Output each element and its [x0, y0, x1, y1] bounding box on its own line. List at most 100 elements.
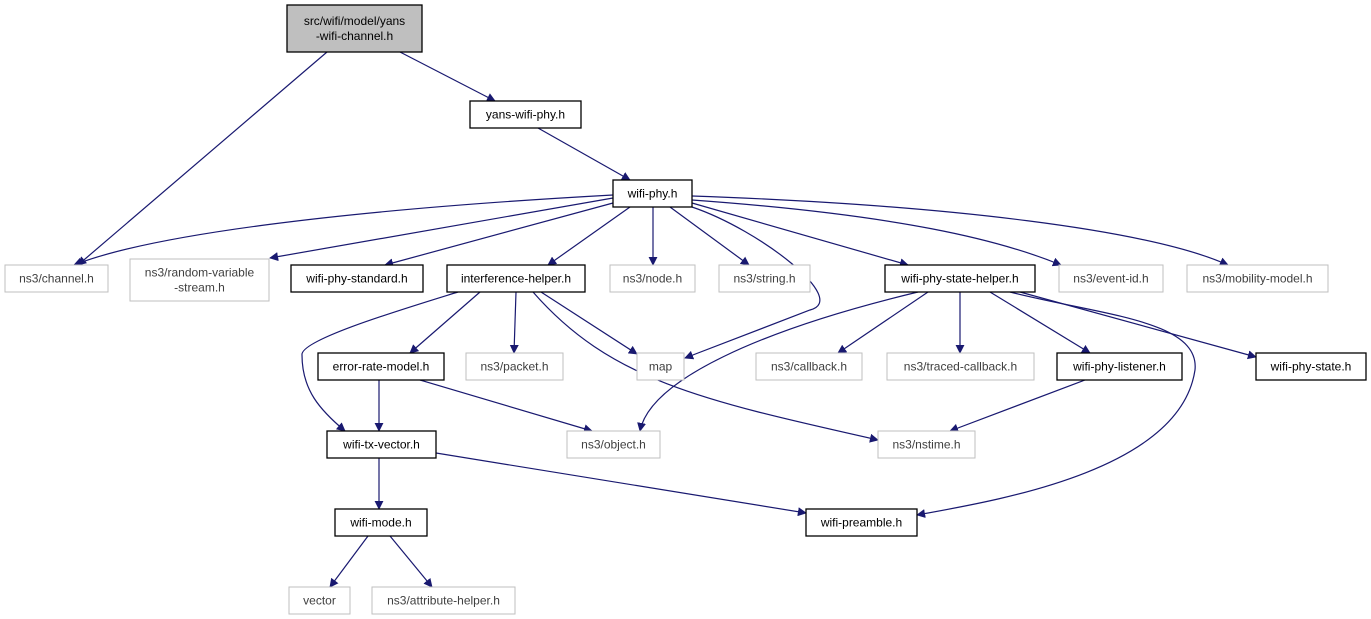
- node-label: wifi-phy-state.h: [1270, 360, 1352, 374]
- node-ns3-channel: ns3/channel.h: [4, 264, 109, 293]
- node-wifi-phy-standard[interactable]: wifi-phy-standard.h: [290, 264, 424, 293]
- node-box: [609, 264, 696, 293]
- edge-yans-wifi-phy-to-wifi-phy: [537, 127, 631, 181]
- edge-wifi-phy-state-helper-to-ns3-callback: [837, 291, 929, 354]
- node-box: [1186, 264, 1329, 293]
- node-map: map: [636, 352, 685, 381]
- node-box: [612, 179, 693, 208]
- node-yans-wifi-channel: src/wifi/model/yans-wifi-channel.h: [286, 4, 423, 53]
- node-ns3-packet: ns3/packet.h: [465, 352, 564, 381]
- node-box: [290, 264, 424, 293]
- edge-interference-helper-to-error-rate-model: [409, 291, 481, 354]
- edge-wifi-tx-vector-to-wifi-preamble: [435, 452, 807, 517]
- node-box: [877, 430, 976, 459]
- node-label: wifi-phy.h: [627, 187, 678, 201]
- node-ns3-nstime: ns3/nstime.h: [877, 430, 976, 459]
- node-label: wifi-phy-state-helper.h: [900, 272, 1018, 286]
- node-label: ns3/channel.h: [19, 272, 94, 286]
- edge-wifi-phy-to-ns3-random-variable-stream: [269, 197, 614, 262]
- node-box: [317, 352, 445, 381]
- node-box: [1056, 352, 1183, 381]
- node-ns3-mobility-model: ns3/mobility-model.h: [1186, 264, 1329, 293]
- edge-interference-helper-to-ns3-packet: [509, 291, 519, 354]
- node-ns3-event-id: ns3/event-id.h: [1058, 264, 1164, 293]
- edge-interference-helper-to-wifi-tx-vector: [301, 291, 459, 432]
- node-label: wifi-phy-listener.h: [1072, 360, 1166, 374]
- node-ns3-random-variable-stream: ns3/random-variable-stream.h: [129, 258, 270, 302]
- node-ns3-callback: ns3/callback.h: [755, 352, 863, 381]
- node-box: [326, 430, 437, 459]
- node-label: map: [649, 360, 673, 374]
- node-wifi-tx-vector[interactable]: wifi-tx-vector.h: [326, 430, 437, 459]
- edge-wifi-phy-state-helper-to-wifi-phy-listener: [989, 291, 1091, 354]
- edge-wifi-mode-to-vector: [329, 535, 369, 588]
- node-box: [805, 508, 918, 537]
- node-layer: src/wifi/model/yans-wifi-channel.h yans-w…: [4, 4, 1367, 615]
- node-box: [129, 258, 270, 302]
- node-label: ns3/event-id.h: [1073, 272, 1148, 286]
- node-box: [566, 430, 661, 459]
- node-label: -stream.h: [174, 281, 225, 295]
- node-label: ns3/random-variable: [145, 266, 255, 280]
- node-wifi-phy[interactable]: wifi-phy.h: [612, 179, 693, 208]
- edge-wifi-phy-to-ns3-channel: [73, 194, 614, 267]
- edge-wifi-phy-to-wifi-phy-standard: [384, 202, 614, 268]
- node-label: ns3/traced-callback.h: [904, 360, 1017, 374]
- node-wifi-preamble[interactable]: wifi-preamble.h: [805, 508, 918, 537]
- node-label: wifi-preamble.h: [820, 516, 902, 530]
- node-label: interference-helper.h: [461, 272, 571, 286]
- node-label: ns3/mobility-model.h: [1202, 272, 1312, 286]
- node-box: [288, 586, 351, 615]
- node-wifi-phy-state[interactable]: wifi-phy-state.h: [1255, 352, 1367, 381]
- node-label: ns3/object.h: [581, 438, 646, 452]
- node-label: -wifi-channel.h: [316, 29, 393, 43]
- node-yans-wifi-phy[interactable]: yans-wifi-phy.h: [469, 100, 582, 129]
- node-ns3-node: ns3/node.h: [609, 264, 696, 293]
- node-box: [636, 352, 685, 381]
- edge-yans-wifi-channel-to-ns3-channel: [77, 51, 328, 266]
- node-box: [465, 352, 564, 381]
- node-vector: vector: [288, 586, 351, 615]
- edge-wifi-phy-state-helper-to-ns3-object: [637, 291, 919, 432]
- node-label: ns3/string.h: [733, 272, 795, 286]
- node-wifi-phy-listener[interactable]: wifi-phy-listener.h: [1056, 352, 1183, 381]
- node-box: [718, 264, 811, 293]
- node-wifi-mode[interactable]: wifi-mode.h: [334, 508, 428, 537]
- node-box: [469, 100, 582, 129]
- node-box: [4, 264, 109, 293]
- edge-layer: [73, 51, 1257, 588]
- edge-wifi-phy-to-wifi-phy-state-helper: [691, 202, 909, 268]
- node-label: wifi-phy-standard.h: [305, 272, 407, 286]
- edge-wifi-phy-state-helper-to-wifi-preamble: [916, 291, 1196, 518]
- node-box: [286, 4, 423, 53]
- node-label: ns3/callback.h: [771, 360, 847, 374]
- edge-wifi-phy-to-ns3-mobility-model: [691, 195, 1229, 266]
- node-error-rate-model[interactable]: error-rate-model.h: [317, 352, 445, 381]
- node-label: yans-wifi-phy.h: [486, 108, 565, 122]
- node-ns3-traced-callback: ns3/traced-callback.h: [886, 352, 1035, 381]
- node-label: error-rate-model.h: [333, 360, 430, 374]
- node-box: [334, 508, 428, 537]
- node-label: vector: [303, 594, 336, 608]
- edge-wifi-phy-to-ns3-event-id: [691, 199, 1062, 267]
- node-label: ns3/packet.h: [480, 360, 548, 374]
- edge-wifi-phy-to-interference-helper: [547, 206, 631, 266]
- edge-interference-helper-to-ns3-nstime: [532, 291, 879, 443]
- node-box: [1255, 352, 1367, 381]
- node-box: [371, 586, 516, 615]
- edge-interference-helper-to-map: [540, 291, 638, 355]
- edge-wifi-mode-to-ns3-attribute-helper: [389, 535, 433, 588]
- node-box: [1058, 264, 1164, 293]
- edge-wifi-phy-listener-to-ns3-nstime: [949, 379, 1086, 433]
- node-label: ns3/node.h: [623, 272, 682, 286]
- node-wifi-phy-state-helper[interactable]: wifi-phy-state-helper.h: [884, 264, 1036, 293]
- node-interference-helper[interactable]: interference-helper.h: [446, 264, 586, 293]
- node-label: wifi-mode.h: [349, 516, 411, 530]
- node-ns3-string: ns3/string.h: [718, 264, 811, 293]
- edge-wifi-phy-to-ns3-string: [669, 206, 750, 266]
- node-box: [884, 264, 1036, 293]
- node-label: src/wifi/model/yans: [304, 14, 405, 28]
- node-box: [886, 352, 1035, 381]
- node-label: ns3/nstime.h: [892, 438, 960, 452]
